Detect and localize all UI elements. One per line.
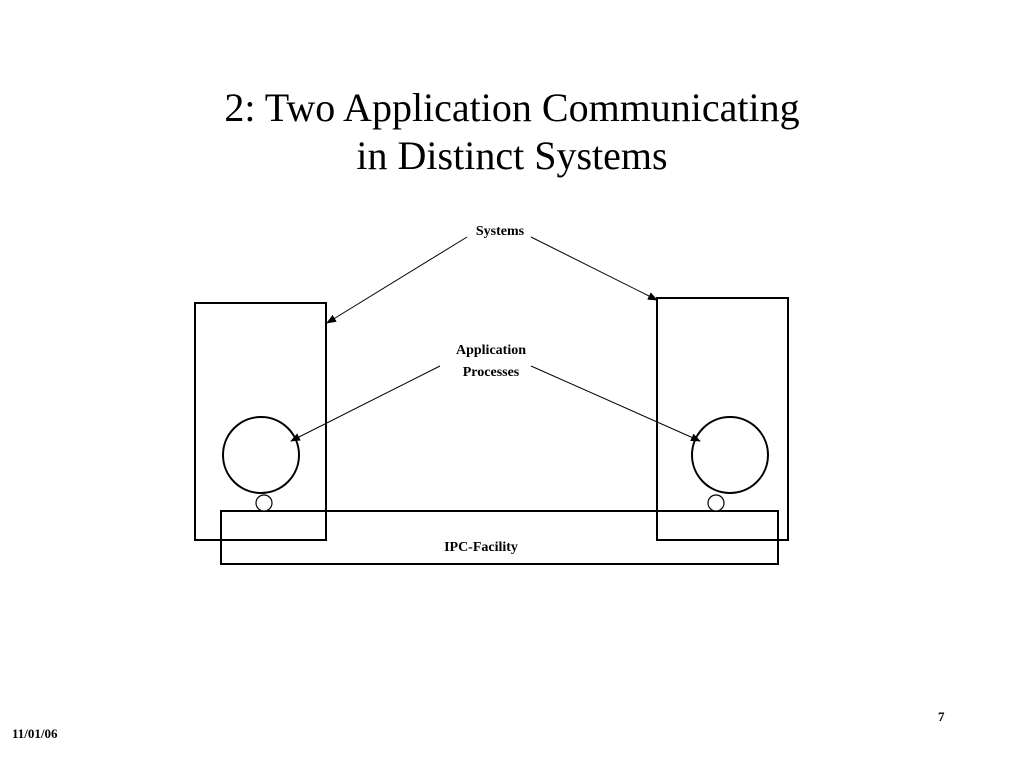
right-system-box [656, 297, 789, 541]
processes-label: Processes [463, 365, 520, 380]
left-system-box [194, 302, 327, 541]
title-line-1: 2: Two Application Communicating [224, 85, 800, 130]
right-application-process [691, 416, 769, 494]
right-port [707, 494, 725, 512]
systems-label: Systems [476, 224, 525, 239]
title-line-2: in Distinct Systems [356, 133, 668, 178]
ipc-facility-box [220, 510, 779, 565]
left-port [255, 494, 273, 512]
page-number: 7 [938, 709, 945, 724]
systems-arrow-left [326, 236, 468, 324]
ipc-facility-label: IPC-Facility [444, 540, 518, 555]
footer-date: 11/01/06 [12, 726, 58, 741]
slide-title: 2: Two Application Communicating in Dist… [0, 84, 1024, 180]
application-label: Application [456, 343, 526, 358]
processes-arrow-right [530, 365, 701, 442]
left-application-process [222, 416, 300, 494]
processes-arrow-left [290, 365, 441, 442]
systems-arrow-right [530, 236, 658, 301]
